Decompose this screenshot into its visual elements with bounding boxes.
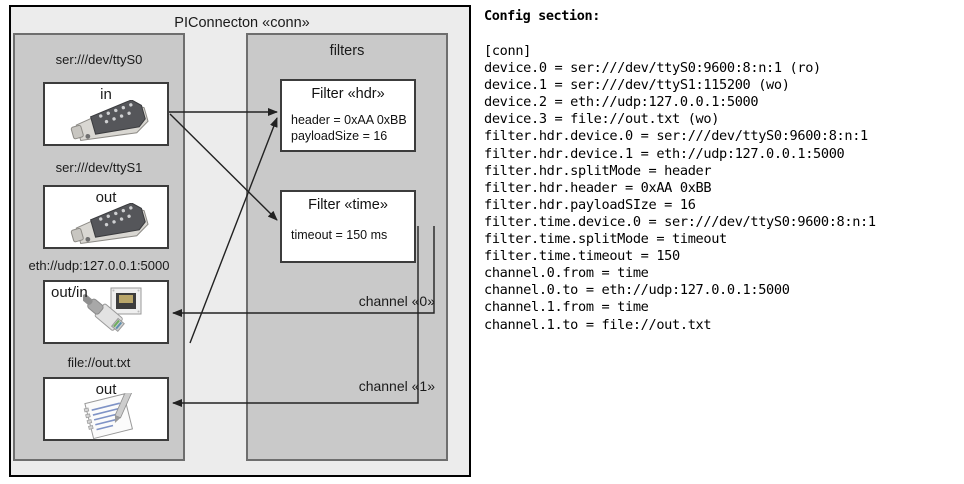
connector-arrows xyxy=(169,108,435,407)
config-heading: Config section: xyxy=(484,8,600,24)
device-label-ttyS0: ser:///dev/ttyS0 xyxy=(55,52,143,67)
channel-label-0: channel «0» xyxy=(358,293,435,309)
filter-title-time: Filter «time» xyxy=(308,197,388,213)
arrow-eth-to-hdr xyxy=(189,117,278,344)
config-lines: [conn] device.0 = ser:///dev/ttyS0:9600:… xyxy=(484,43,876,333)
device-label-file: file://out.txt xyxy=(67,355,131,370)
arrow-ttyS0-to-time xyxy=(169,113,278,221)
channel-label-1: channel «1» xyxy=(358,378,435,394)
filter-prop-timeout: timeout = 150 ms xyxy=(291,228,388,242)
filters-panel-title: filters xyxy=(329,43,365,59)
serial-port-icon xyxy=(70,100,149,142)
filter-title-hdr: Filter «hdr» xyxy=(311,86,385,102)
diagram-title: PIConnecton «conn» xyxy=(174,15,310,31)
device-label-ttyS1: ser:///dev/ttyS1 xyxy=(55,160,143,175)
ethernet-jack-icon xyxy=(83,287,142,333)
arrow-channel1-to-file xyxy=(172,226,419,407)
arrow-channel0-to-eth xyxy=(172,226,435,317)
filter-box-hdr[interactable]: Filter «hdr» header = 0xAA 0xBB payloadS… xyxy=(280,79,416,152)
text-file-icon xyxy=(83,393,134,440)
device-box-eth[interactable]: out/in xyxy=(43,280,169,344)
device-box-file[interactable]: out xyxy=(43,377,169,441)
serial-port-icon xyxy=(70,203,149,245)
filter-box-time[interactable]: Filter «time» timeout = 150 ms xyxy=(280,190,416,263)
architecture-diagram: PIConnecton «conn» ser:///dev/ttyS0 in xyxy=(0,0,478,484)
filter-prop-header: header = 0xAA 0xBB xyxy=(291,113,407,127)
config-section: Config section: [conn] device.0 = ser://… xyxy=(484,0,964,484)
device-label-eth: eth://udp:127.0.0.1:5000 xyxy=(28,258,170,273)
filter-prop-payloadsize: payloadSize = 16 xyxy=(291,129,388,143)
